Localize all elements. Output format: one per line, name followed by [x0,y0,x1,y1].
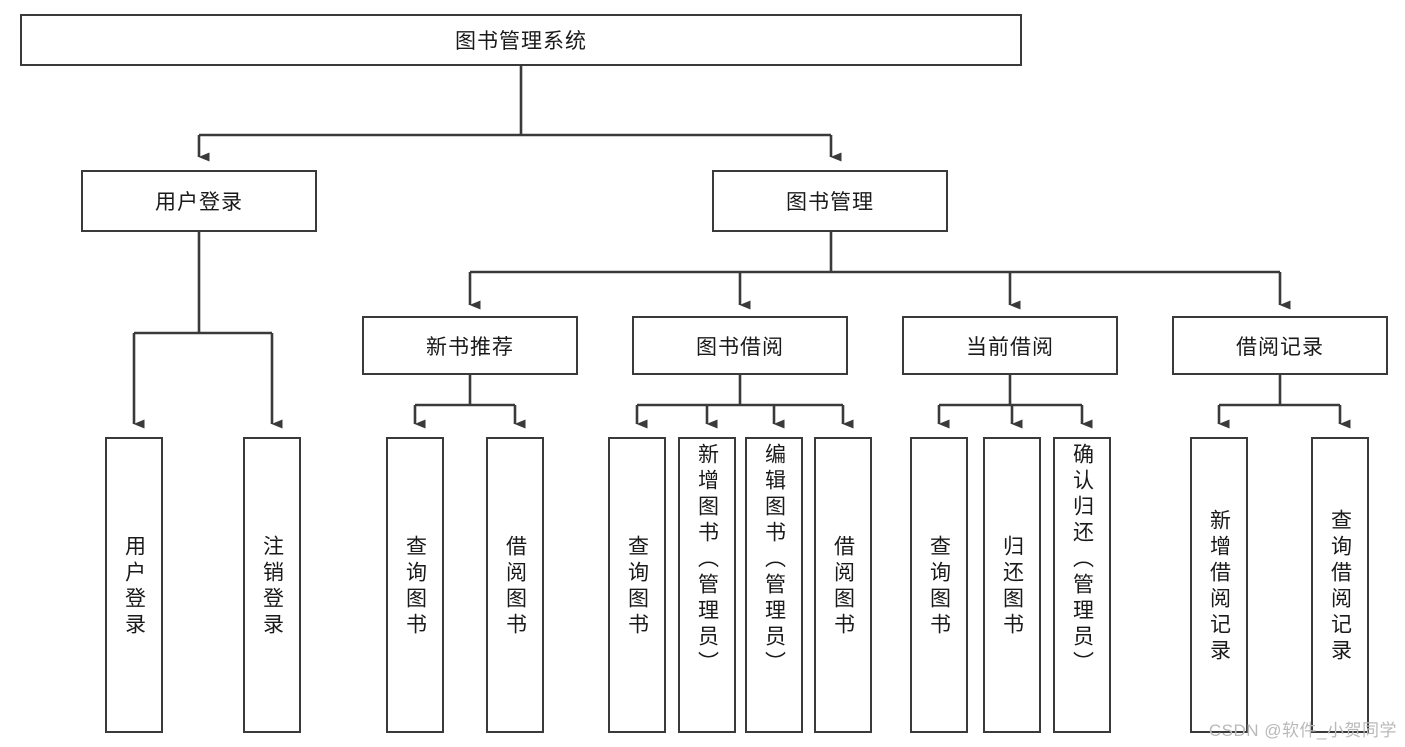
leaf-user-logout-label: 注销登录 [260,535,284,639]
node-new-book-rec-label: 新书推荐 [426,335,514,359]
node-new-book-rec[interactable]: 新书推荐 [362,316,578,375]
leaf-edit-book-label: 编辑图书（管理员） [762,443,786,677]
node-user-login-label: 用户登录 [155,191,243,214]
leaf-edit-book[interactable]: 编辑图书（管理员） [745,437,803,733]
node-borrow-record[interactable]: 借阅记录 [1172,316,1388,375]
leaf-query-book[interactable]: 查询图书 [608,437,666,733]
node-book-borrow-label: 图书借阅 [696,335,784,359]
leaf-user-logout[interactable]: 注销登录 [243,437,301,733]
node-current-borrow[interactable]: 当前借阅 [902,316,1118,375]
leaf-query-book-rec[interactable]: 查询图书 [386,437,444,733]
leaf-return-book[interactable]: 归还图书 [983,437,1041,733]
node-root-label: 图书管理系统 [455,30,587,53]
leaf-add-book-label: 新增图书（管理员） [695,443,719,677]
leaf-add-record[interactable]: 新增借阅记录 [1190,437,1248,733]
leaf-query-record[interactable]: 查询借阅记录 [1311,437,1369,733]
leaf-borrow-book-rec[interactable]: 借阅图书 [486,437,544,733]
leaf-borrow-book[interactable]: 借阅图书 [814,437,872,733]
node-book-manage[interactable]: 图书管理 [712,170,948,232]
leaf-return-book-label: 归还图书 [1000,535,1024,639]
leaf-user-login[interactable]: 用户登录 [105,437,163,733]
leaf-query-book-label: 查询图书 [625,535,649,639]
node-current-borrow-label: 当前借阅 [966,335,1054,359]
leaf-query-record-label: 查询借阅记录 [1328,509,1352,665]
leaf-borrow-book-rec-label: 借阅图书 [503,535,527,639]
leaf-query-book-cur[interactable]: 查询图书 [910,437,968,733]
leaf-add-book[interactable]: 新增图书（管理员） [678,437,736,733]
leaf-confirm-return-label: 确认归还（管理员） [1070,443,1094,677]
leaf-query-book-cur-label: 查询图书 [927,535,951,639]
node-user-login[interactable]: 用户登录 [81,170,317,232]
node-book-manage-label: 图书管理 [786,191,874,214]
leaf-add-record-label: 新增借阅记录 [1207,509,1231,665]
watermark: CSDN @软件_小贺同学 [1208,721,1397,740]
leaf-confirm-return[interactable]: 确认归还（管理员） [1053,437,1111,733]
leaf-borrow-book-label: 借阅图书 [831,535,855,639]
node-root[interactable]: 图书管理系统 [20,14,1022,66]
leaf-user-login-label: 用户登录 [122,535,146,639]
node-book-borrow[interactable]: 图书借阅 [632,316,848,375]
node-borrow-record-label: 借阅记录 [1236,335,1324,359]
leaf-query-book-rec-label: 查询图书 [403,535,427,639]
